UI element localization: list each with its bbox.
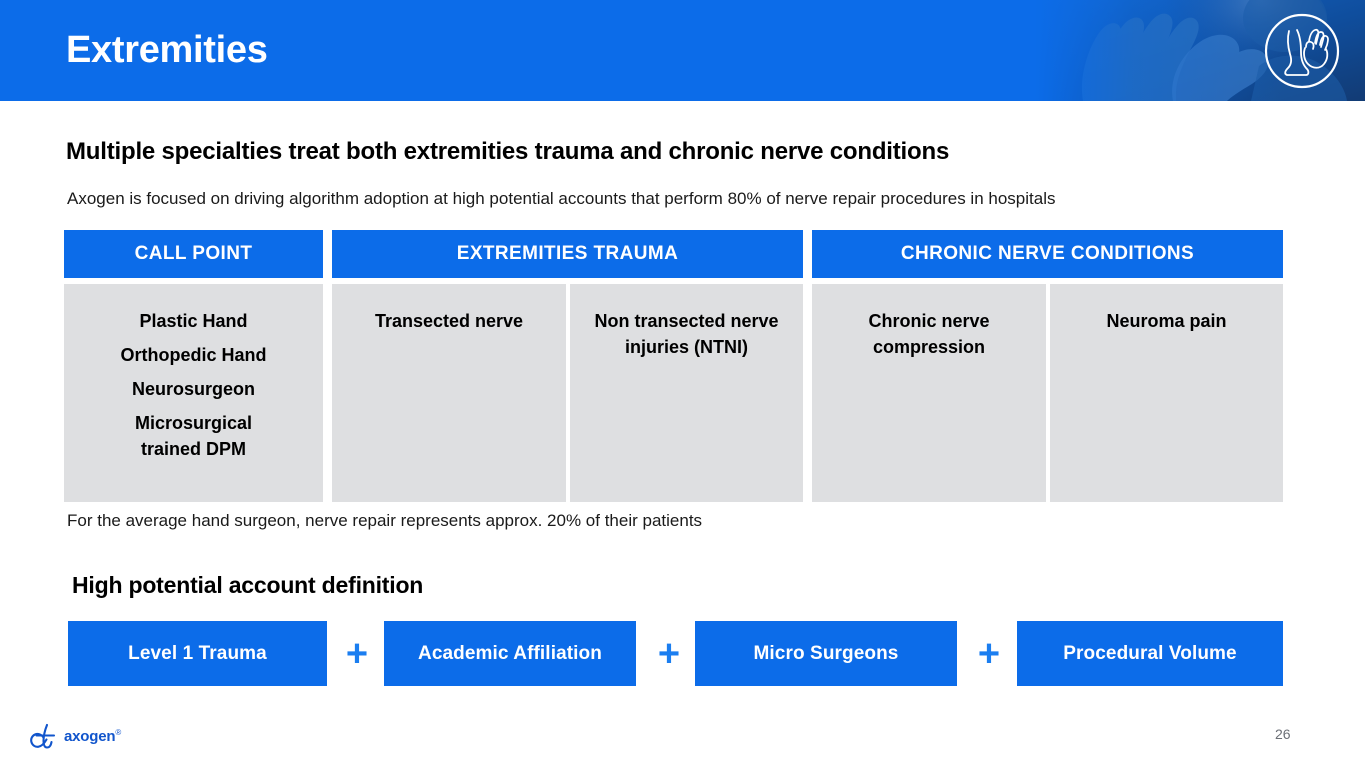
- cell-call-point-list: Plastic Hand Orthopedic Hand Neurosurgeo…: [64, 284, 323, 502]
- call-point-item: Plastic Hand: [139, 311, 248, 331]
- page-title: Extremities: [66, 29, 268, 71]
- foot-and-hand-icon: [1262, 11, 1342, 91]
- plus-icon: +: [345, 633, 369, 675]
- criteria-box-level-1-trauma: Level 1 Trauma: [68, 621, 327, 686]
- criteria-box-micro-surgeons: Micro Surgeons: [695, 621, 957, 686]
- cell-chronic-nerve-compression: Chronic nerve compression: [812, 284, 1046, 502]
- call-point-item: Microsurgical: [134, 413, 253, 433]
- axogen-monogram-icon: [30, 723, 56, 749]
- column-header-call-point: CALL POINT: [64, 230, 323, 278]
- slide-subheading: Axogen is focused on driving algorithm a…: [67, 189, 1056, 208]
- axogen-logo: axogen®: [26, 718, 146, 754]
- plus-icon: +: [977, 633, 1001, 675]
- section-title-high-potential: High potential account definition: [72, 572, 424, 598]
- specialties-matrix: CALL POINT EXTREMITIES TRAUMA CHRONIC NE…: [64, 230, 1283, 502]
- cell-neuroma-pain: Neuroma pain: [1050, 284, 1283, 502]
- cell-transected-nerve: Transected nerve: [332, 284, 566, 502]
- page-number: 26: [1275, 726, 1291, 742]
- criteria-row: Level 1 Trauma + Academic Affiliation + …: [68, 621, 1283, 686]
- call-point-item: trained DPM: [140, 439, 246, 459]
- cell-non-transected-nerve-injuries: Non transected nerve injuries (NTNI): [570, 284, 803, 502]
- axogen-wordmark: axogen®: [64, 727, 122, 745]
- criteria-box-academic-affiliation: Academic Affiliation: [384, 621, 636, 686]
- call-point-item: Orthopedic Hand: [120, 345, 267, 365]
- plus-icon: +: [657, 633, 681, 675]
- column-header-chronic-nerve-conditions: CHRONIC NERVE CONDITIONS: [812, 230, 1283, 278]
- matrix-footnote: For the average hand surgeon, nerve repa…: [67, 511, 703, 530]
- slide-heading: Multiple specialties treat both extremit…: [66, 138, 950, 165]
- call-point-item: Neurosurgeon: [131, 379, 255, 399]
- criteria-box-procedural-volume: Procedural Volume: [1017, 621, 1283, 686]
- registered-mark: ®: [115, 727, 122, 737]
- column-header-extremities-trauma: EXTREMITIES TRAUMA: [332, 230, 803, 278]
- header-banner: Extremities: [0, 0, 1365, 101]
